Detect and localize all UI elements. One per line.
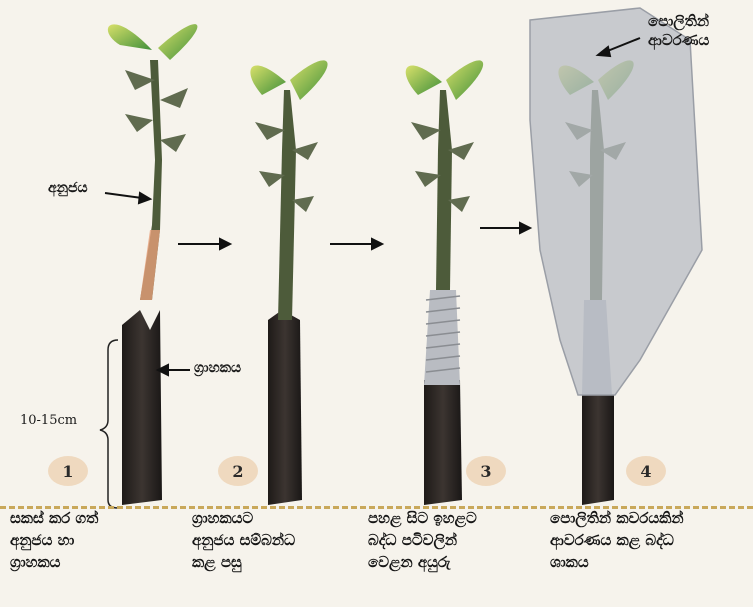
polythene-bag (530, 8, 702, 395)
step-number-2: 2 (218, 456, 258, 486)
plant-2 (250, 60, 327, 505)
plant-1-rootstock (122, 310, 162, 505)
scion-label: අනුජය (48, 180, 88, 198)
step-caption-1: සකස් කර ගත් අනුජය හා ග්‍රාහකය (10, 508, 170, 573)
polythene-label: පොලිතින් ආවරණය (648, 12, 709, 50)
step-caption-3: පහළ සිට ඉහළට බද්ධ පටිවලින් වෙළන අයුරු (368, 508, 548, 573)
arrows (178, 223, 530, 249)
step-caption-2: ග්‍රාහකයට අනුජය සම්බන්ධ කළ පසු (192, 508, 362, 573)
step-number-1: 1 (48, 456, 88, 486)
plant-3 (406, 60, 483, 505)
rootstock-label: ග්‍රාහකය (194, 360, 241, 378)
measurement-brace (100, 340, 118, 508)
step-number-4: 4 (626, 456, 666, 486)
step-number-3: 3 (466, 456, 506, 486)
plant-1-scion (108, 24, 198, 300)
step-caption-4: පොලිතින් කවරයකින් ආවරණය කළ බද්ධ ශාකය (550, 508, 750, 573)
measurement-label: 10-15cm (20, 413, 77, 429)
